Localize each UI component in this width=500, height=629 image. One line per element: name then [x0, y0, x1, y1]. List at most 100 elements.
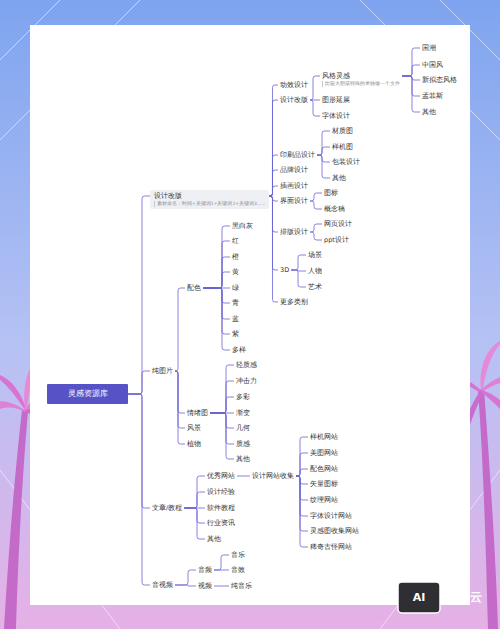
node-text: 软件教程: [207, 504, 235, 512]
branch-node: 设计改版素材命名：时间+关键词1+关键词2+关键词3......: [150, 190, 269, 209]
node-text: 灵感资源库: [57, 389, 118, 399]
node-text: 样机图: [332, 143, 353, 151]
topic-node: 图标: [322, 188, 340, 198]
node-text: 人物: [308, 267, 322, 275]
branch-connector: [203, 288, 230, 319]
branch-connector: [402, 65, 420, 76]
topic-node: 黄: [230, 267, 241, 277]
branch-connector: [175, 371, 185, 413]
node-text: 黑白灰: [232, 222, 253, 230]
node-text: 其他: [332, 174, 346, 182]
node-text: 排版设计: [280, 228, 308, 236]
node-text: 印刷品设计: [280, 151, 315, 159]
node-text: 黄: [232, 268, 239, 276]
node-text: 纯图片: [152, 367, 173, 375]
topic-node: 插画设计: [278, 181, 310, 191]
topic-node: 黑白灰: [230, 221, 255, 231]
node-text: 风景: [187, 424, 201, 432]
topic-node: 其他: [205, 534, 223, 544]
branch-connector: [175, 585, 196, 586]
node-text: 紫: [232, 330, 239, 338]
topic-node: 3D: [278, 265, 291, 275]
branch-node: 文章/教程: [150, 503, 184, 513]
node-text: 优秀网站: [207, 472, 235, 480]
node-text: 行业资讯: [207, 519, 235, 527]
topic-node: 音频: [196, 565, 214, 575]
branch-connector: [203, 288, 230, 303]
node-text: 国潮: [422, 44, 436, 52]
topic-node: 网页设计: [322, 219, 354, 229]
topic-node: 设计经验: [205, 487, 237, 497]
branch-connector: [203, 272, 230, 288]
white-panel: [30, 25, 470, 605]
node-text: 绿: [232, 284, 239, 292]
topic-node: 新拟态风格: [420, 75, 459, 85]
node-text: 品牌设计: [280, 166, 308, 174]
branch-connector: [296, 476, 308, 484]
branch-connector: [296, 476, 308, 531]
topic-node: 配色: [185, 283, 203, 293]
branch-connector: [214, 586, 229, 587]
branch-connector: [296, 476, 308, 516]
topic-node: 字体设计网站: [308, 511, 354, 521]
branch-connector: [214, 555, 229, 570]
logo-text: AI: [413, 591, 426, 604]
branch-connector: [128, 394, 150, 508]
node-text: 动效设计: [280, 81, 308, 89]
node-text: 设计经验: [207, 488, 235, 496]
note-text: 素材命名：时间+关键词1+关键词2+关键词3......: [154, 201, 265, 207]
node-text: 美图网站: [310, 449, 338, 457]
node-text: 网页设计: [324, 220, 352, 228]
branch-connector: [175, 371, 185, 444]
node-text: 设计改版: [280, 96, 308, 104]
node-text: 中国风: [422, 61, 443, 69]
topic-node: 配色网站: [308, 464, 340, 474]
branch-connector: [291, 255, 306, 270]
topic-node: 人物: [306, 266, 324, 276]
branch-connector: [310, 100, 320, 116]
node-text: 矢量图标: [310, 480, 338, 488]
node-text: 包装设计: [332, 158, 360, 166]
topic-node: 灵感图收集网站: [308, 526, 361, 536]
node-text: 青: [232, 299, 239, 307]
node-text: 更多类别: [280, 298, 308, 306]
topic-node: 排版设计: [278, 227, 310, 237]
logo-box: [398, 582, 440, 613]
node-text: 音效: [231, 566, 245, 574]
branch-connector: [210, 397, 234, 413]
topic-node: 设计改版: [278, 95, 310, 105]
node-text: 其他: [236, 455, 250, 463]
topic-node: 情绪图: [185, 408, 210, 418]
topic-node: 印刷品设计: [278, 150, 317, 160]
topic-node: 多彩: [234, 392, 252, 402]
topic-node: 图形延展: [320, 95, 352, 105]
topic-node: 概念稿: [322, 204, 347, 214]
node-text: 视频: [198, 582, 212, 590]
node-text: 纯音乐: [231, 582, 252, 590]
branch-connector: [128, 196, 150, 394]
branch-connector: [203, 288, 230, 334]
topic-node: 其他: [420, 107, 438, 117]
topic-node: 其他: [330, 173, 348, 183]
node-text: 音视频: [152, 581, 173, 589]
node-text: 材质图: [332, 127, 353, 135]
branch-connector: [269, 100, 278, 196]
branch-connector: [296, 437, 308, 476]
node-text: 多样: [232, 346, 246, 354]
node-text: 其他: [207, 535, 221, 543]
topic-node: 美图网站: [308, 448, 340, 458]
node-text: 植物: [187, 440, 201, 448]
branch-connector: [402, 76, 420, 96]
topic-node: 风格灵感比较大胆或特殊的单独做一个文件: [320, 71, 402, 88]
topic-node: 品牌设计: [278, 165, 310, 175]
branch-connector: [237, 476, 250, 477]
node-text: 插画设计: [280, 182, 308, 190]
branch-connector: [175, 570, 196, 585]
topic-node: 优秀网站: [205, 471, 237, 481]
topic-node: 设计网站收集: [250, 471, 296, 481]
branch-connector: [203, 241, 230, 288]
topic-node: 样机网站: [308, 432, 340, 442]
